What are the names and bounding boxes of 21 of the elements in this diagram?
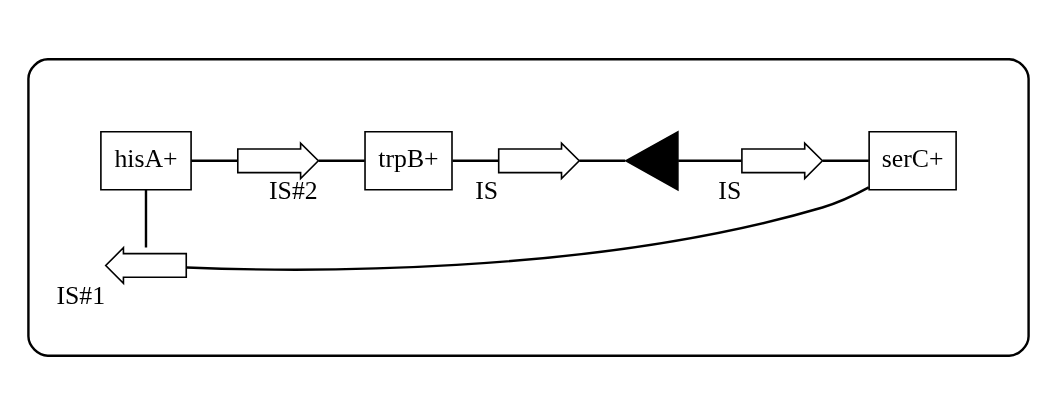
connector: [822, 159, 869, 162]
connector: [579, 159, 626, 162]
connector: [678, 159, 742, 162]
node-label: IS#2: [269, 176, 318, 206]
connector: [191, 159, 238, 162]
node-arrow: [741, 141, 824, 181]
node-label: IS: [718, 176, 742, 206]
connector: [186, 186, 870, 271]
node-label: IS#1: [56, 280, 106, 310]
node-arrow: [104, 245, 188, 286]
cluster: [27, 58, 1030, 357]
node-triangle: [624, 130, 679, 192]
node-arrow: [497, 141, 581, 181]
connector: [144, 189, 148, 248]
connector: [318, 159, 365, 162]
connector: [452, 159, 499, 162]
node-arrow: [237, 141, 320, 181]
node-label: IS: [475, 176, 499, 206]
node-box: serC+: [868, 131, 957, 191]
node-box: trpB+: [364, 131, 453, 191]
node-box: hisA+: [100, 131, 192, 191]
